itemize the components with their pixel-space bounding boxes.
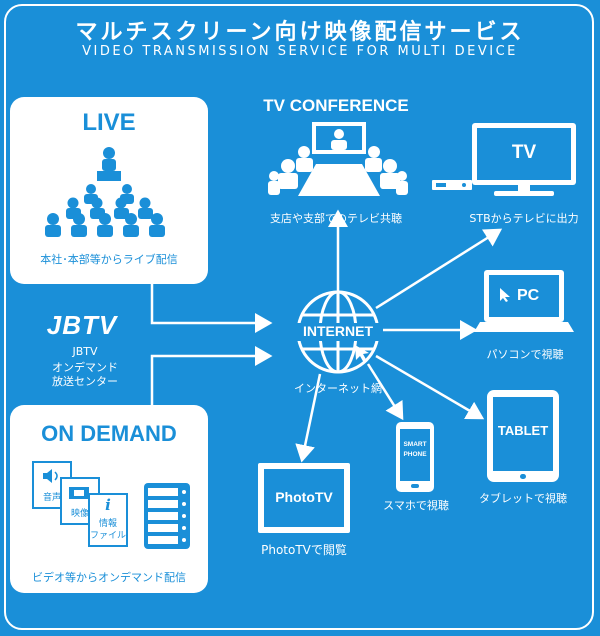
- jbtv-label-line2: オンデマンド: [52, 361, 118, 374]
- conference-room-icon: [268, 122, 408, 196]
- ondemand-caption: ビデオ等からオンデマンド配信: [32, 571, 186, 584]
- tv-conference-caption: 支店や支部でのテレビ共聴: [270, 212, 402, 225]
- smartphone-screen-line2: PHONE: [403, 451, 427, 458]
- arrow-to-smartphone: [366, 363, 404, 421]
- audience-presenter-icon: [45, 147, 165, 237]
- arrow-to-tv: [375, 228, 503, 310]
- tablet-caption: タブレットで視聴: [479, 492, 567, 505]
- video-file-label: 映像: [70, 509, 89, 519]
- smartphone-screen-line1: SMART: [403, 441, 427, 448]
- info-file-label-2: ファイル: [90, 531, 127, 541]
- internet-caption: インターネット網: [294, 382, 382, 395]
- live-box: LIVE 本社･本部等からライブ配信: [10, 97, 208, 284]
- title-english: VIDEO TRANSMISSION SERVICE FOR MULTI DEV…: [82, 44, 518, 59]
- ondemand-box: ON DEMAND 音声 映像 i 情報 ファイル ビデオ等からオンデマンド配信: [10, 405, 208, 593]
- globe-icon: [293, 290, 383, 374]
- tablet-screen-label: TABLET: [497, 423, 549, 438]
- pc-screen-label: PC: [517, 287, 540, 304]
- smartphone-caption: スマホで視聴: [383, 499, 449, 512]
- jbtv-logo: JBTV: [46, 310, 118, 340]
- tv-screen: TV: [477, 128, 571, 180]
- set-top-box-icon: [432, 180, 472, 190]
- tablet-icon: TABLET: [487, 390, 559, 482]
- arrow-live-to-internet: [150, 284, 273, 333]
- arrow-ondemand-to-internet: [150, 346, 273, 405]
- phototv-screen: PhotoTV: [264, 469, 344, 527]
- mouse-cursor-icon: [500, 288, 510, 302]
- audio-file-label: 音声: [42, 493, 61, 503]
- laptop-base: [474, 322, 574, 332]
- live-caption: 本社･本部等からライブ配信: [40, 253, 178, 266]
- tv-stand: [494, 185, 554, 196]
- tv-monitor-icon: TV: [472, 123, 576, 185]
- tablet-home-button: [520, 474, 526, 479]
- phototv-caption: PhotoTVで閲覧: [261, 543, 347, 557]
- laptop-screen: PC: [489, 275, 559, 317]
- film-icon: [69, 487, 89, 499]
- phototv-frame-icon: PhotoTV: [258, 463, 350, 533]
- tablet-screen: TABLET: [493, 397, 553, 471]
- tv-conference-title: TV CONFERENCE: [263, 96, 409, 115]
- speaker-icon: [43, 469, 58, 483]
- arrow-to-tablet: [375, 354, 485, 420]
- info-icon: i: [105, 496, 111, 514]
- smartphone-screen: SMART PHONE: [400, 429, 430, 481]
- pc-caption: パソコンで視聴: [486, 348, 564, 361]
- laptop-icon: PC: [484, 270, 564, 322]
- smartphone-home-button: [411, 484, 419, 488]
- live-title: LIVE: [82, 109, 136, 136]
- title-japanese: マルチスクリーン向け映像配信サービス: [75, 20, 525, 45]
- jbtv-label-line1: JBTV: [72, 345, 98, 358]
- info-file-label-1: 情報: [98, 519, 117, 529]
- arrow-to-phototv: [295, 373, 322, 463]
- jbtv-label-line3: 放送センター: [52, 375, 118, 388]
- info-file-icon: i 情報 ファイル: [88, 493, 128, 547]
- tv-screen-label: TV: [511, 142, 537, 163]
- smartphone-icon: SMART PHONE: [396, 422, 434, 492]
- outer-frame: [4, 4, 594, 630]
- internet-label: INTERNET: [303, 323, 373, 339]
- tv-caption: STBからテレビに出力: [469, 212, 579, 225]
- phototv-screen-label: PhotoTV: [275, 489, 333, 505]
- ondemand-title: ON DEMAND: [41, 421, 177, 446]
- server-storage-icon: [144, 483, 190, 549]
